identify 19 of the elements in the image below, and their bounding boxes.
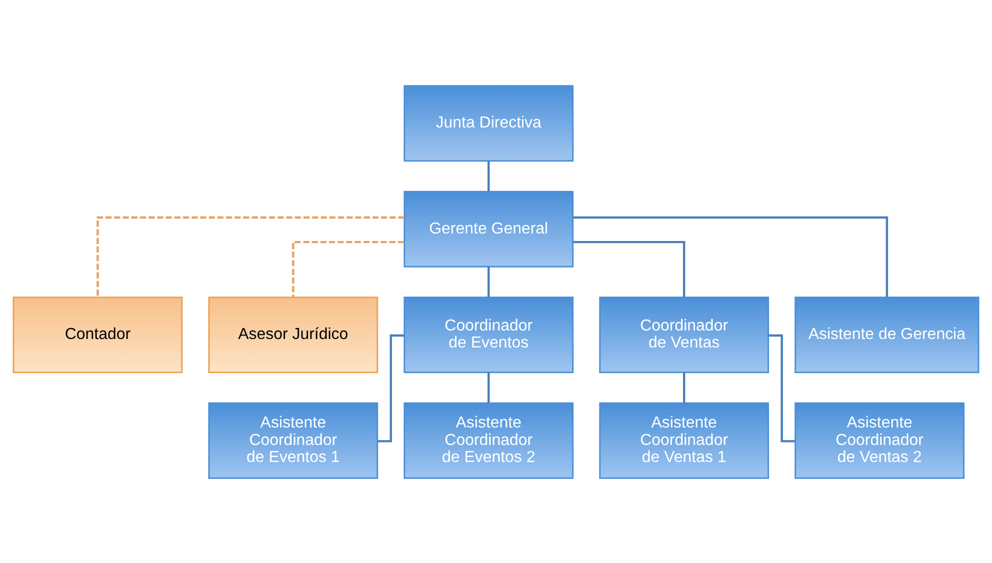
node-box: Asistente Coordinador de Eventos 2 xyxy=(404,402,574,478)
connector xyxy=(292,240,404,297)
connector xyxy=(488,266,490,297)
connector xyxy=(573,216,888,297)
connector xyxy=(488,160,490,191)
node-box: Coordinador de Eventos xyxy=(404,296,574,373)
node-box: Gerente General xyxy=(404,190,574,267)
connector xyxy=(682,372,686,402)
connector xyxy=(96,216,404,297)
connector xyxy=(488,372,490,402)
node-box: Asesor Jurídico xyxy=(208,296,378,373)
node-box: Asistente Coordinador de Ventas 2 xyxy=(794,402,964,478)
node-box: Coordinador de Ventas xyxy=(599,296,770,373)
node-box: Asistente Coordinador de Eventos 1 xyxy=(208,402,378,478)
node-box: Junta Directiva xyxy=(404,84,574,162)
node-box: Asistente Coordinador de Ventas 1 xyxy=(599,402,770,478)
node-box: Asistente de Gerencia xyxy=(794,296,980,373)
connector xyxy=(573,240,686,297)
node-box: Contador xyxy=(12,296,183,373)
